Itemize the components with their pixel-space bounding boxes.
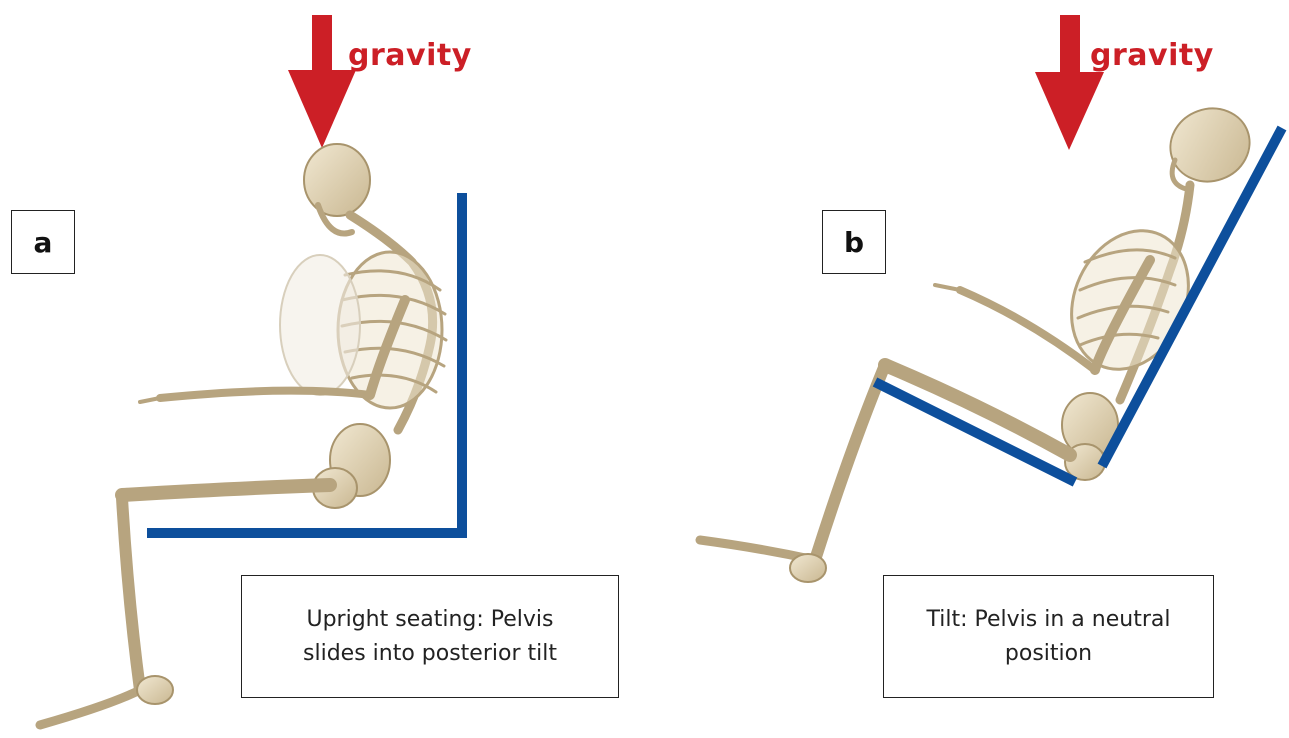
gravity-label-a: gravity	[348, 38, 472, 73]
caption-b-line2: position	[927, 637, 1171, 671]
caption-b-line1: Tilt: Pelvis in a neutral	[927, 603, 1171, 637]
skeleton-tilted	[700, 97, 1260, 582]
caption-b: Tilt: Pelvis in a neutral position	[883, 575, 1214, 698]
caption-a: Upright seating: Pelvis slides into post…	[241, 575, 619, 698]
gravity-label-b: gravity	[1090, 38, 1214, 73]
gravity-arrow-b	[1035, 15, 1104, 150]
panel-tag-a: a	[11, 210, 75, 274]
panel-b	[700, 15, 1282, 582]
caption-a-line1: Upright seating: Pelvis	[303, 603, 557, 637]
caption-a-line2: slides into posterior tilt	[303, 637, 557, 671]
gravity-arrow-a	[288, 15, 356, 148]
panel-tag-b: b	[822, 210, 886, 274]
